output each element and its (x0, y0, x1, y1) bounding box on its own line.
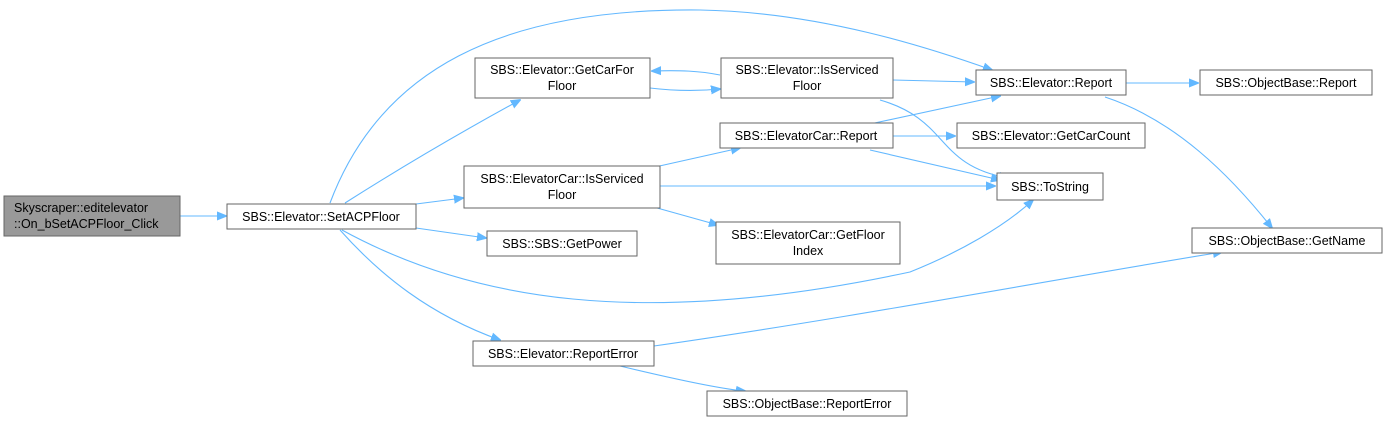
node-getfloorindex-label-2: Index (793, 244, 824, 258)
edge-setacpfloor-elevatorcar-isserviced (415, 198, 463, 205)
nodes: Skyscraper::editelevator ::On_bSetACPFlo… (3, 57, 1383, 417)
edge-setacpfloor-getpower (415, 227, 486, 238)
node-elevator-isserviced[interactable]: SBS::Elevator::IsServiced Floor (720, 57, 894, 99)
node-reporterror-label: SBS::Elevator::ReportError (488, 347, 638, 361)
edge-setacpfloor-reporterror (339, 229, 500, 340)
node-objectbase-report[interactable]: SBS::ObjectBase::Report (1199, 69, 1373, 96)
node-elevator-report[interactable]: SBS::Elevator::Report (975, 69, 1127, 96)
edge-elevatorcar-isserviced-getfloorindex (649, 205, 718, 225)
node-getpower[interactable]: SBS::SBS::GetPower (486, 230, 638, 257)
node-getcarforfloor-label-1: SBS::Elevator::GetCarFor (490, 63, 634, 77)
node-root[interactable]: Skyscraper::editelevator ::On_bSetACPFlo… (3, 195, 181, 237)
node-getname-label: SBS::ObjectBase::GetName (1208, 234, 1365, 248)
node-getname[interactable]: SBS::ObjectBase::GetName (1191, 227, 1383, 254)
node-objectbase-report-label: SBS::ObjectBase::Report (1215, 76, 1357, 90)
edge-setacpfloor-tostring (341, 200, 1033, 304)
edge-setacpfloor-elevator-report (329, 9, 992, 204)
node-getcarforfloor[interactable]: SBS::Elevator::GetCarFor Floor (474, 57, 651, 99)
node-setacpfloor[interactable]: SBS::Elevator::SetACPFloor (226, 203, 417, 230)
node-getcarcount[interactable]: SBS::Elevator::GetCarCount (956, 122, 1146, 149)
node-objectbase-reporterror[interactable]: SBS::ObjectBase::ReportError (706, 390, 908, 417)
node-tostring-label: SBS::ToString (1011, 180, 1089, 194)
edge-elevator-isserviced-getcarforfloor (652, 71, 721, 76)
node-elevator-isserviced-label-1: SBS::Elevator::IsServiced (735, 63, 878, 77)
node-root-label-1: Skyscraper::editelevator (14, 201, 148, 215)
node-elevator-report-label: SBS::Elevator::Report (990, 76, 1113, 90)
node-elevatorcar-isserviced-label-2: Floor (548, 188, 576, 202)
edge-getcarforfloor-elevator-isserviced (649, 88, 720, 90)
node-getcarforfloor-label-2: Floor (548, 79, 576, 93)
node-setacpfloor-label: SBS::Elevator::SetACPFloor (242, 210, 400, 224)
edges (180, 9, 1272, 391)
edge-elevator-report-getname (1104, 96, 1272, 228)
edge-elevator-isserviced-elevator-report (892, 80, 974, 82)
node-elevatorcar-report[interactable]: SBS::ElevatorCar::Report (719, 122, 894, 149)
node-elevatorcar-report-label: SBS::ElevatorCar::Report (735, 129, 878, 143)
node-getfloorindex-label-1: SBS::ElevatorCar::GetFloor (731, 228, 885, 242)
node-elevatorcar-isserviced[interactable]: SBS::ElevatorCar::IsServiced Floor (463, 165, 661, 209)
node-getpower-label: SBS::SBS::GetPower (502, 237, 622, 251)
node-reporterror[interactable]: SBS::Elevator::ReportError (472, 340, 655, 367)
edge-reporterror-objectbase-reporterror (619, 365, 745, 391)
node-root-label-2: ::On_bSetACPFloor_Click (14, 217, 159, 231)
edge-elevatorcar-isserviced-elevatorcar-report (654, 148, 740, 168)
edge-elevatorcar-report-tostring (869, 149, 1000, 180)
node-elevator-isserviced-label-2: Floor (793, 79, 821, 93)
node-objectbase-reporterror-label: SBS::ObjectBase::ReportError (723, 397, 892, 411)
edge-elevatorcar-report-elevator-report (869, 96, 1000, 125)
edge-reporterror-getname (653, 252, 1222, 347)
node-elevatorcar-isserviced-label-1: SBS::ElevatorCar::IsServiced (480, 172, 643, 186)
edge-setacpfloor-getcarforfloor (344, 100, 520, 204)
node-getcarcount-label: SBS::Elevator::GetCarCount (972, 129, 1131, 143)
node-getfloorindex[interactable]: SBS::ElevatorCar::GetFloor Index (715, 221, 901, 265)
node-tostring[interactable]: SBS::ToString (996, 172, 1104, 201)
edge-elevator-isserviced-tostring (879, 99, 1008, 178)
